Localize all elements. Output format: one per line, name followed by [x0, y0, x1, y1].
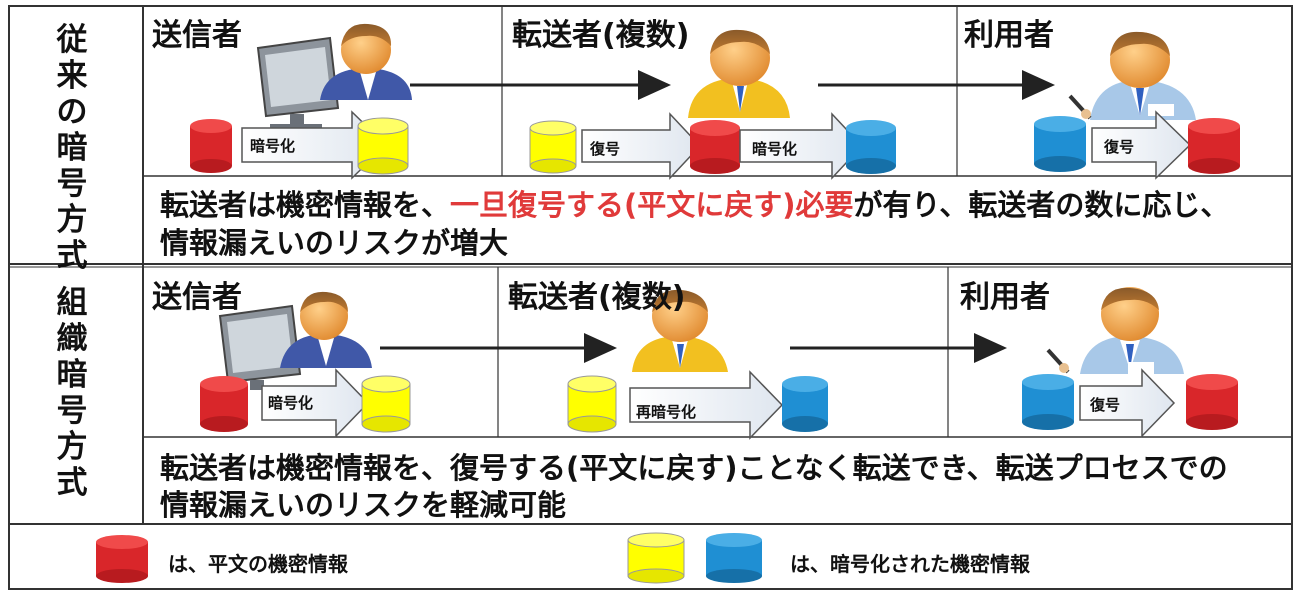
arrow-right-icon: [1091, 110, 1192, 180]
role-user: 利用者: [960, 280, 1050, 315]
database-cylinder-icon: [1022, 374, 1074, 430]
person-icon: [1090, 31, 1196, 120]
person-icon: [688, 29, 790, 118]
pen-icon: [1068, 94, 1092, 120]
database-cylinder-icon: [190, 119, 232, 173]
side-label-organizational: 組織暗号方式: [56, 285, 88, 501]
description-line-1: 転送者は機密情報を、一旦復号する(平文に戻す)必要が有り、転送者の数に応じ、: [160, 186, 1229, 224]
legend-plain-text: は、平文の機密情報: [168, 552, 348, 576]
computer-monitor-icon: [256, 36, 340, 130]
arrow-right-icon: [581, 112, 702, 180]
arrow-right-icon: [629, 370, 784, 440]
description-text: が有り、転送者の数に応じ、: [853, 188, 1230, 222]
database-cylinder-icon: [361, 375, 411, 433]
computer-monitor-icon: [218, 304, 302, 390]
arrow-right-icon: [261, 368, 370, 438]
role-user: 利用者: [964, 18, 1054, 53]
database-cylinder-icon: [1186, 374, 1238, 430]
op-label-reencrypt: 再暗号化: [636, 403, 697, 421]
op-label-encrypt: 暗号化: [752, 140, 798, 158]
side-label-conventional: 従来の暗号方式: [56, 22, 88, 274]
op-label-decrypt: 復号: [1104, 138, 1135, 156]
person-icon: [280, 291, 372, 368]
database-cylinder-icon: [567, 375, 617, 433]
database-cylinder-icon: [706, 533, 762, 583]
description-line-1: 転送者は機密情報を、復号する(平文に戻す)ことなく転送でき、転送プロセスでの: [160, 451, 1228, 485]
database-cylinder-icon: [1188, 118, 1240, 174]
arrow-right-icon: [1079, 368, 1176, 438]
role-sender: 送信者: [152, 18, 242, 53]
flow-arrows: [380, 70, 1055, 363]
op-label-encrypt: 暗号化: [250, 137, 296, 155]
role-forwarder: 転送者(複数): [508, 280, 686, 315]
database-cylinder-icon: [846, 120, 896, 174]
pen-icon: [1046, 348, 1070, 374]
person-icon: [320, 23, 412, 100]
description-highlight: 一旦復号する(平文に戻す)必要: [450, 188, 854, 222]
database-cylinder-icon: [529, 120, 577, 174]
database-cylinder-icon: [200, 376, 248, 432]
database-cylinder-icon: [782, 376, 828, 432]
person-icon: [632, 289, 728, 372]
person-icon: [1080, 287, 1184, 374]
op-label-encrypt: 暗号化: [268, 394, 314, 412]
database-cylinder-icon: [357, 117, 409, 175]
description-text: 転送者は機密情報を、: [160, 188, 451, 222]
description-line-2: 情報漏えいのリスクが増大: [160, 226, 509, 260]
legend-encrypted-text: は、暗号化された機密情報: [790, 552, 1030, 576]
database-cylinder-icon: [1034, 116, 1086, 172]
op-label-decrypt: 復号: [590, 140, 621, 158]
op-label-decrypt: 復号: [1090, 396, 1121, 414]
table-frame: [8, 5, 1293, 590]
database-cylinder-icon: [96, 535, 148, 583]
role-sender: 送信者: [152, 280, 242, 315]
database-cylinder-icon: [690, 120, 740, 174]
role-forwarder: 転送者(複数): [512, 18, 690, 53]
database-cylinder-icon: [627, 532, 685, 584]
description-line-2: 情報漏えいのリスクを軽減可能: [160, 488, 567, 522]
